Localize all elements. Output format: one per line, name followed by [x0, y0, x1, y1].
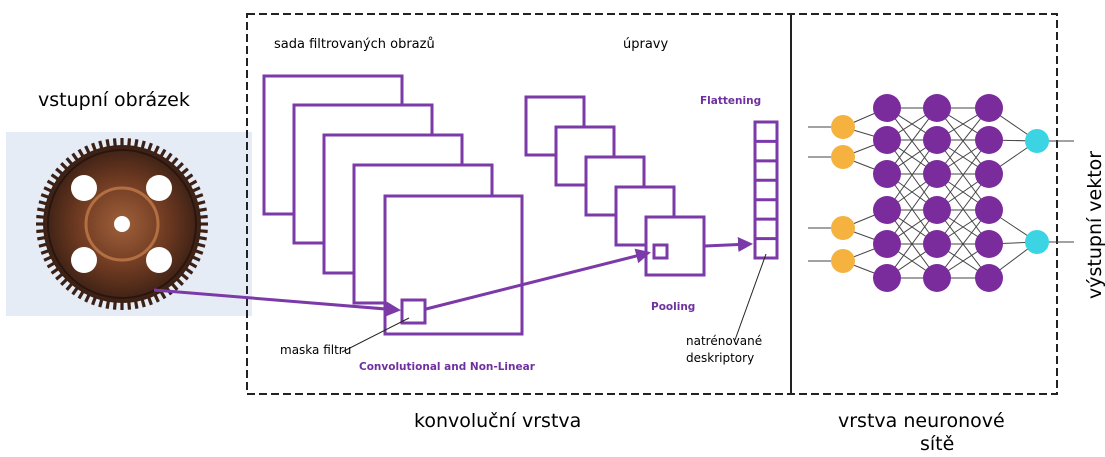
- hidden-node: [873, 196, 901, 224]
- conv-layer-label: konvoluční vrstva: [414, 410, 582, 432]
- input-node: [831, 115, 855, 139]
- input-node: [831, 145, 855, 169]
- hidden-node: [975, 126, 1003, 154]
- hidden-node: [873, 230, 901, 258]
- connection: [886, 209, 938, 279]
- connection: [936, 173, 990, 245]
- input-image-title: vstupní obrázek: [38, 89, 190, 111]
- input-node: [831, 249, 855, 273]
- connection: [886, 173, 938, 245]
- flattening-column: [753, 120, 779, 260]
- nn-layer-label-line2: sítě: [920, 433, 955, 455]
- output-node: [1025, 230, 1049, 254]
- output-node: [1025, 129, 1049, 153]
- hidden-node: [923, 264, 951, 292]
- hidden-node: [873, 126, 901, 154]
- connection: [936, 107, 990, 175]
- hidden-node: [975, 264, 1003, 292]
- hidden-node: [873, 94, 901, 122]
- hidden-node: [923, 230, 951, 258]
- hidden-node: [923, 94, 951, 122]
- hidden-node: [923, 160, 951, 188]
- hidden-node: [923, 196, 951, 224]
- neural-network: [808, 94, 1074, 292]
- nn-nodes: [831, 94, 1049, 292]
- hidden-node: [873, 264, 901, 292]
- trained-descriptors-line2: deskriptory: [686, 351, 755, 365]
- feature-maps-stack: [262, 74, 524, 336]
- flattening-label: Flattening: [700, 95, 762, 107]
- nn-layer-label-line1: vrstva neuronové: [838, 410, 1005, 432]
- hidden-node: [975, 230, 1003, 258]
- pointer-lines: [341, 253, 767, 353]
- pooling-mask-box: [652, 243, 669, 260]
- filter-mask-label: maska filtru: [280, 343, 352, 357]
- conv-nonlinear-label: Convolutional and Non-Linear: [359, 361, 535, 373]
- hidden-node: [975, 196, 1003, 224]
- hidden-node: [873, 160, 901, 188]
- input-node: [831, 216, 855, 240]
- pooling-stack: [524, 95, 706, 277]
- connection: [886, 139, 938, 211]
- hidden-node: [923, 126, 951, 154]
- pooling-label: Pooling: [651, 301, 696, 313]
- data-flow-arrows: [153, 237, 753, 317]
- hidden-node: [975, 160, 1003, 188]
- gear-icon: [36, 138, 208, 310]
- section-borders: [246, 13, 1058, 395]
- input-image-panel: [6, 132, 252, 316]
- connection: [936, 139, 990, 211]
- hidden-node: [975, 94, 1003, 122]
- filter-mask-box: [400, 298, 427, 325]
- filtered-images-label: sada filtrovaných obrazů: [274, 37, 435, 52]
- trained-descriptors-line1: natrénované: [686, 334, 763, 348]
- output-vector-label: výstupní vektor: [1084, 150, 1105, 299]
- connection: [936, 209, 990, 279]
- adjustments-label: úpravy: [623, 37, 669, 52]
